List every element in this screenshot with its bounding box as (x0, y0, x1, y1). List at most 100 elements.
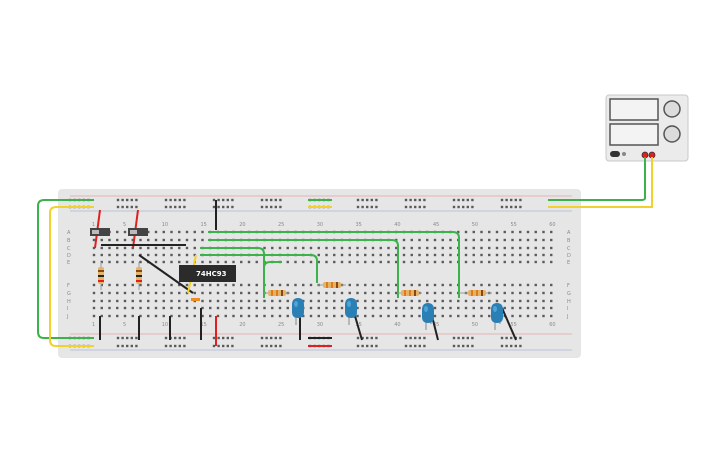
power-switch[interactable] (610, 151, 620, 157)
terminal-hole (433, 238, 437, 242)
row-letter: I (67, 306, 68, 312)
current-knob[interactable] (663, 125, 681, 143)
output-wire-qd[interactable] (208, 231, 460, 298)
terminal-hole (286, 314, 289, 318)
rail-hole (457, 198, 460, 202)
rail-hole (375, 336, 378, 340)
left-green-wire[interactable] (37, 199, 94, 339)
output-wire-qc[interactable] (208, 239, 399, 298)
output-wire-qb[interactable] (200, 254, 318, 283)
rail-hole (231, 205, 234, 209)
led-resistor-4[interactable] (459, 290, 492, 296)
rail-hole (116, 344, 120, 348)
terminal-hole (139, 260, 142, 264)
terminal-hole (426, 238, 429, 242)
led-3[interactable] (422, 303, 434, 330)
rail-hole (183, 336, 186, 340)
terminal-hole (464, 238, 468, 242)
rail-hole (260, 344, 264, 348)
slide-switch-2[interactable] (128, 228, 148, 236)
terminal-hole (495, 230, 499, 234)
led2-gnd-wire[interactable] (354, 315, 363, 341)
rail-hole (231, 198, 234, 202)
terminal-hole (100, 283, 103, 287)
terminal-hole (426, 299, 429, 303)
terminal-hole (224, 283, 227, 287)
terminal-hole (170, 246, 173, 250)
terminal-hole (379, 246, 382, 250)
terminal-hole (309, 291, 313, 295)
terminal-hole (519, 314, 522, 318)
output-wire-qb-2[interactable] (263, 261, 282, 298)
terminal-hole (147, 253, 150, 257)
column-number: 35 (356, 322, 362, 328)
terminal-hole (209, 283, 212, 287)
terminal-hole (534, 306, 537, 310)
terminal-hole (395, 306, 398, 310)
pulldown-resistor-1[interactable] (98, 262, 104, 290)
supply-green-wire[interactable] (548, 157, 646, 201)
terminal-hole (185, 230, 189, 234)
left-yellow-wire[interactable] (49, 206, 94, 347)
power-supply[interactable] (605, 94, 689, 162)
terminal-hole (240, 299, 243, 303)
rail-hole (174, 336, 177, 340)
rail-hole (231, 344, 234, 348)
terminal-hole (201, 238, 204, 242)
rail-hole (409, 198, 412, 202)
led-1[interactable] (292, 298, 304, 325)
output-wire-qa[interactable] (200, 247, 265, 298)
terminal-hole (278, 306, 282, 310)
terminal-hole (464, 299, 468, 303)
terminal-hole (472, 253, 475, 257)
terminal-hole (108, 260, 111, 264)
rail-hole (265, 336, 268, 340)
terminal-hole (472, 306, 475, 310)
led-2[interactable] (345, 298, 357, 325)
terminal-hole (224, 299, 227, 303)
terminal-hole (209, 260, 212, 264)
terminal-hole (185, 314, 189, 318)
terminal-hole (92, 260, 96, 264)
ic-chip[interactable]: 74HC93 (179, 265, 236, 282)
rail-hole (462, 344, 465, 348)
terminal-hole (464, 306, 468, 310)
rail-hole (466, 336, 469, 340)
rail-hole (519, 344, 522, 348)
terminal-hole (464, 314, 468, 318)
terminal-hole (139, 238, 142, 242)
slide-switch-1[interactable] (90, 228, 110, 236)
terminal-hole (488, 314, 491, 318)
terminal-hole (286, 260, 289, 264)
row-letter: H (567, 299, 571, 305)
led-4[interactable] (491, 303, 503, 330)
rail-hole (274, 205, 277, 209)
terminal-hole (379, 283, 382, 287)
voltage-knob[interactable] (663, 100, 681, 118)
terminal-hole (364, 253, 367, 257)
rail-hole (217, 336, 220, 340)
terminal-hole (472, 230, 475, 234)
terminal-hole (488, 246, 491, 250)
led-resistor-2[interactable] (317, 282, 346, 288)
terminal-hole (139, 306, 142, 310)
supply-yellow-wire[interactable] (548, 157, 653, 208)
terminal-hole (433, 314, 437, 318)
terminal-hole (201, 283, 204, 287)
rail-hole (505, 336, 508, 340)
led-resistor-3[interactable] (398, 290, 422, 296)
rail-hole (270, 336, 273, 340)
terminal-hole (387, 314, 390, 318)
column-number: 25 (278, 322, 284, 328)
rail-hole (471, 205, 474, 209)
chip-orange-jumper[interactable] (191, 298, 200, 301)
pulldown-resistor-2[interactable] (136, 262, 142, 290)
led-resistor-1[interactable] (264, 290, 290, 296)
terminal-hole (108, 314, 111, 318)
terminal-hole (325, 299, 328, 303)
terminal-hole (526, 260, 530, 264)
terminal-hole (116, 230, 119, 234)
rail-hole (452, 205, 456, 209)
led4-gnd-wire[interactable] (501, 307, 517, 341)
clock-black-wire[interactable] (138, 254, 194, 294)
